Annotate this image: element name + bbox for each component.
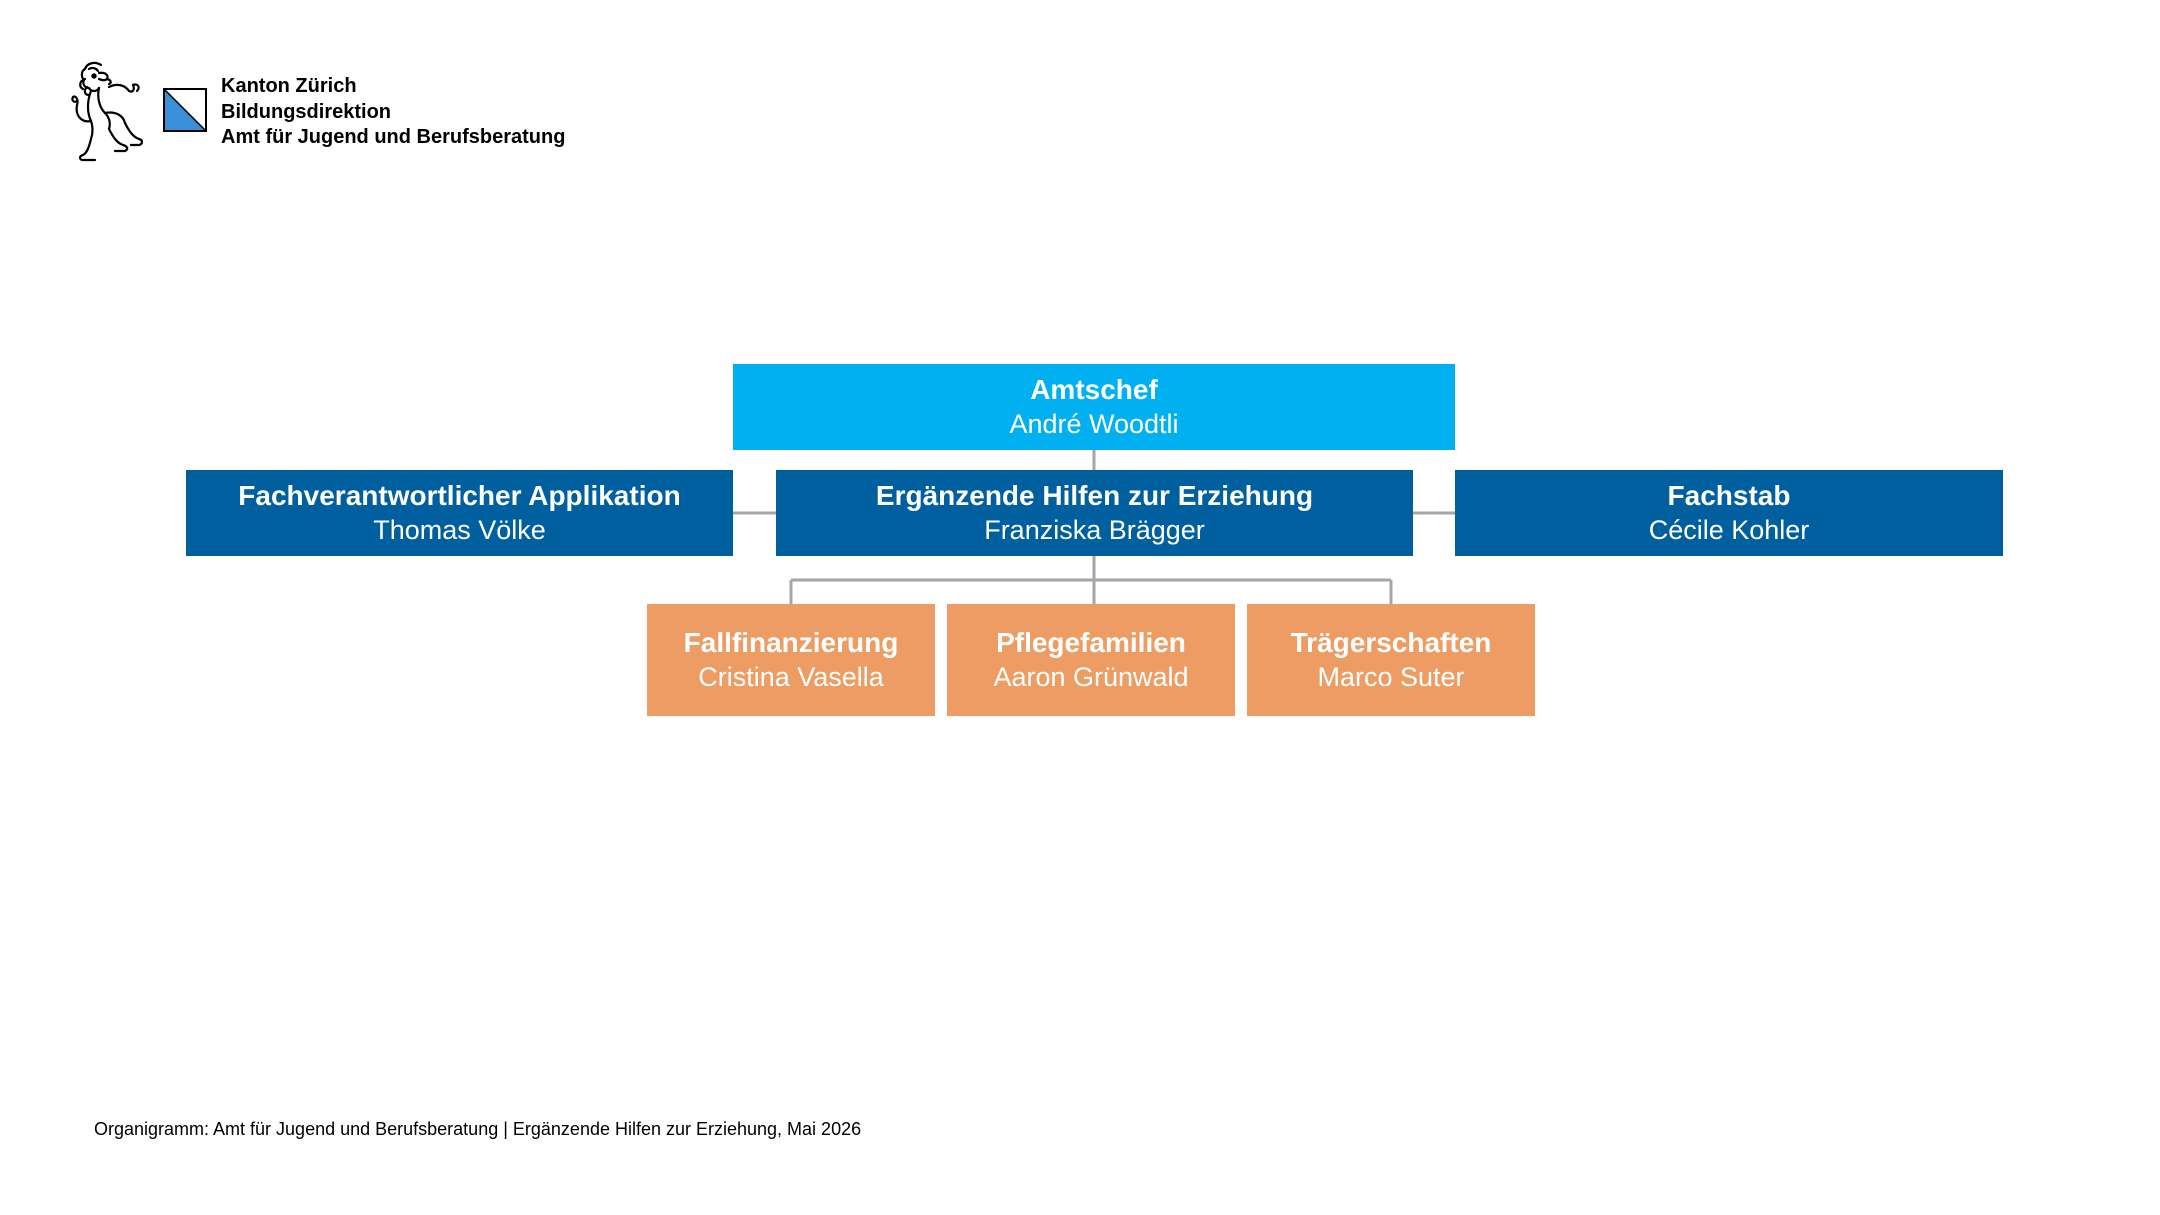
org-left-title: Fachverantwortlicher Applikation — [238, 480, 681, 511]
zurich-flag-icon — [163, 88, 207, 132]
zurich-lion-icon — [71, 61, 144, 162]
footer-caption: Organigramm: Amt für Jugend und Berufsbe… — [94, 1119, 862, 1139]
connector-lines — [733, 450, 1455, 604]
org-sub2-title: Pflegefamilien — [996, 627, 1186, 658]
org-head-person: André Woodtli — [1009, 409, 1179, 439]
org-box-sub-fallfinanzierung: Fallfinanzierung Cristina Vasella — [647, 604, 935, 716]
org-sub1-person: Cristina Vasella — [698, 662, 884, 692]
org-sub2-person: Aaron Grünwald — [993, 662, 1189, 692]
org-box-left: Fachverantwortlicher Applikation Thomas … — [186, 470, 733, 556]
header-directorate: Bildungsdirektion — [221, 100, 391, 123]
header-office: Amt für Jugend und Berufsberatung — [221, 126, 566, 148]
org-box-right: Fachstab Cécile Kohler — [1455, 470, 2003, 556]
org-head-title: Amtschef — [1030, 374, 1158, 405]
header-title-block: Kanton Zürich Bildungsdirektion Amt für … — [221, 74, 565, 151]
org-sub3-person: Marco Suter — [1317, 662, 1465, 692]
org-box-sub-traegerschaften: Trägerschaften Marco Suter — [1247, 604, 1535, 716]
org-sub3-title: Trägerschaften — [1290, 627, 1492, 658]
org-box-head: Amtschef André Woodtli — [733, 364, 1455, 450]
org-right-person: Cécile Kohler — [1648, 515, 1810, 545]
org-right-title: Fachstab — [1667, 480, 1791, 511]
org-center-title: Ergänzende Hilfen zur Erziehung — [875, 480, 1314, 511]
org-box-center: Ergänzende Hilfen zur Erziehung Franzisk… — [776, 470, 1413, 556]
header-canton: Kanton Zürich — [221, 75, 357, 97]
org-center-person: Franziska Brägger — [984, 515, 1205, 545]
org-box-sub-pflegefamilien: Pflegefamilien Aaron Grünwald — [947, 604, 1235, 716]
org-sub1-title: Fallfinanzierung — [683, 627, 899, 658]
org-left-person: Thomas Völke — [373, 515, 546, 545]
